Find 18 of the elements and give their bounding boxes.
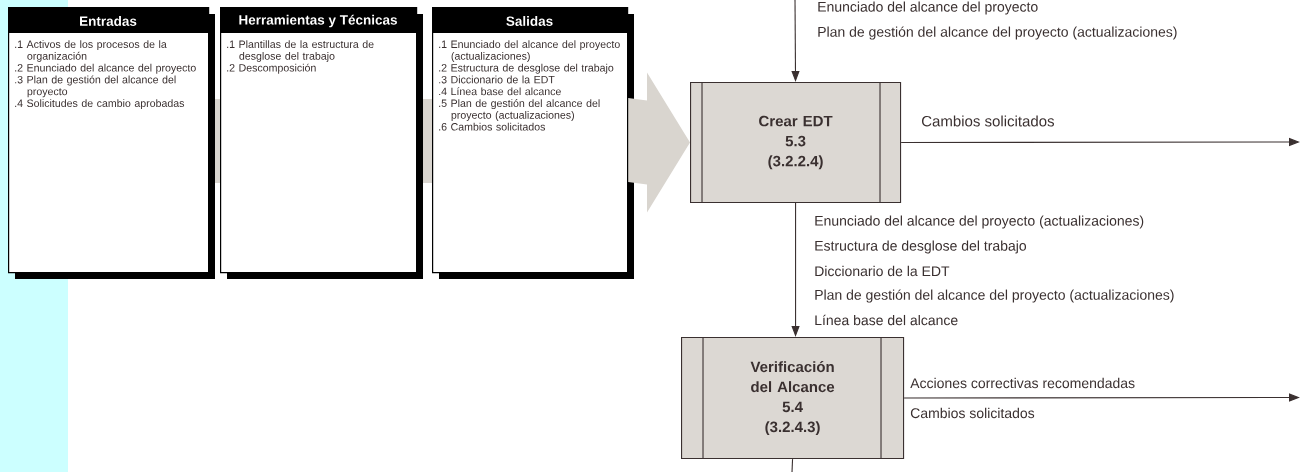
process-label: (3.2.2.4) — [768, 155, 823, 170]
flow-label: Acciones correctivas recomendadas — [910, 377, 1135, 389]
flow-label: Diccionario de la EDT — [815, 265, 950, 277]
edge-label: Cambios solicitados — [922, 115, 1054, 127]
process-label: Verificación del Alcance — [750, 361, 835, 393]
process-label: 5.4 — [782, 401, 803, 413]
flow-label: Cambios solicitados — [910, 407, 1035, 419]
flow-label: Plan de gestión del alcance del proyecto (actualizaciones) — [818, 26, 1177, 40]
flow-label: Enunciado del alcance del proyecto (actualizaciones) — [815, 215, 1144, 229]
flow-label: Enunciado del alcance del proyecto — [818, 1, 1038, 15]
flow-label: Estructura de desglose del trabajo — [815, 240, 1027, 254]
process-label: (3.2.4.3) — [765, 421, 820, 436]
process-label: 5.3 — [785, 135, 806, 147]
flow-label: Línea base del alcance — [815, 314, 958, 326]
flow-label: Plan de gestión del alcance del proyecto (actualizaciones) — [815, 289, 1174, 303]
line — [791, 458, 794, 472]
band-arrow — [628, 72, 690, 213]
process-label: Crear EDT — [759, 115, 833, 127]
